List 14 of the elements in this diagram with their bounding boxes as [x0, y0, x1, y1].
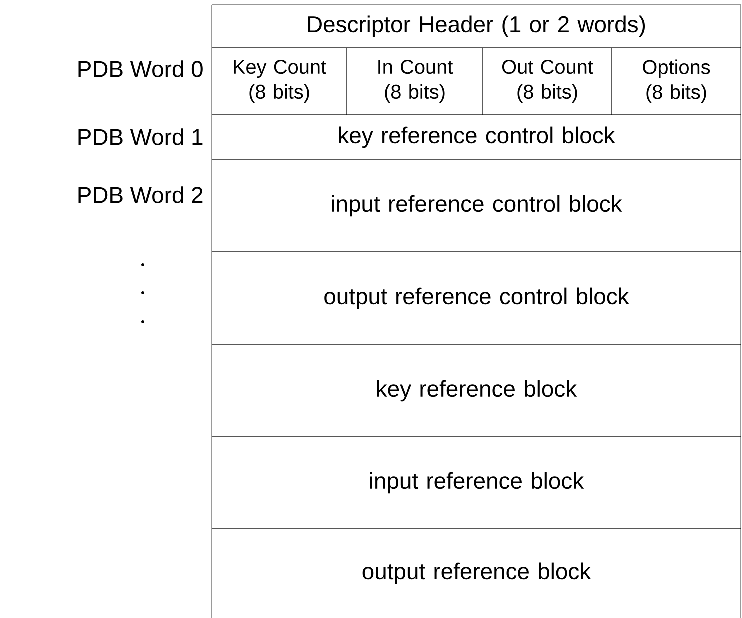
row-label: PDB Word 1	[78, 128, 203, 146]
row-label: PDB Word 0	[78, 60, 203, 78]
memory-cell: key reference control block	[212, 114, 742, 160]
memory-cell: Key Count (8 bits)	[212, 48, 348, 116]
row-label: PDB Word 2	[78, 186, 203, 204]
memory-cell: Descriptor Header (1 or 2 words)	[212, 4, 742, 48]
memory-cell: input reference block	[212, 436, 742, 530]
memory-cell: input reference control block	[212, 160, 742, 252]
memory-cell: output reference control block	[212, 252, 742, 346]
memory-cell: Options (8 bits)	[612, 48, 742, 116]
memory-cell: In Count (8 bits)	[346, 48, 484, 116]
memory-cell: Out Count (8 bits)	[482, 48, 612, 116]
memory-cell: output reference block	[212, 528, 742, 618]
memory-cell: key reference block	[212, 344, 742, 438]
